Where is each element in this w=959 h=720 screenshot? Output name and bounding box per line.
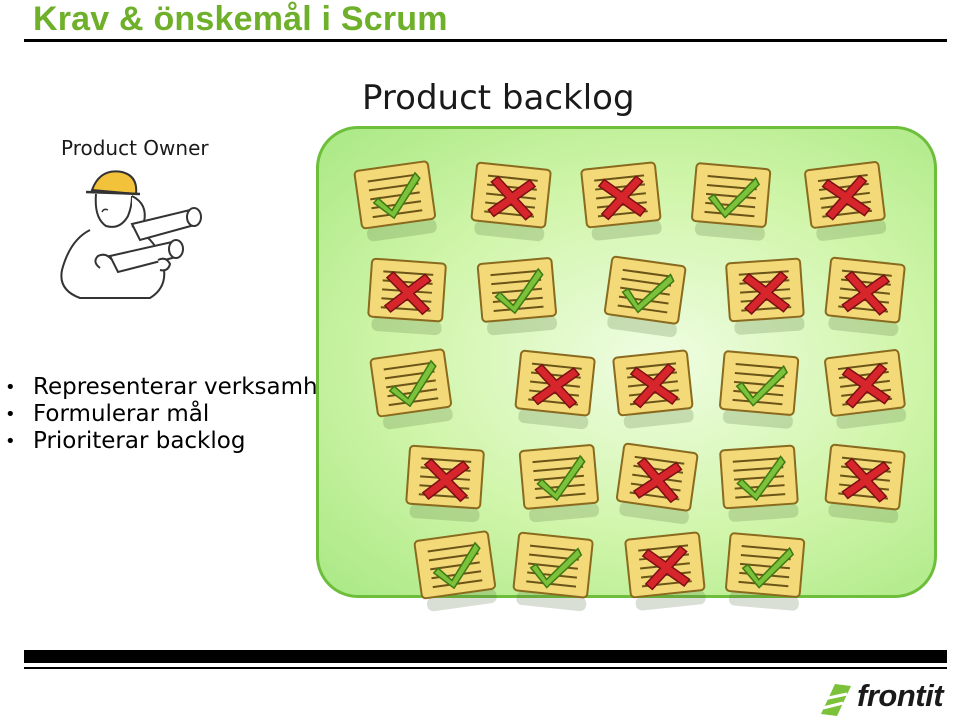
- backlog-item-accepted: [518, 444, 600, 523]
- backlog-item-accepted: [413, 530, 497, 612]
- backlog-item-rejected: [615, 442, 699, 525]
- backlog-item-accepted: [719, 444, 799, 522]
- check-icon: [388, 359, 437, 408]
- cross-icon: [742, 270, 791, 315]
- backlog-item-rejected: [804, 161, 887, 241]
- title-divider: [24, 39, 947, 42]
- backlog-item-rejected: [824, 256, 906, 337]
- backlog-title: Product backlog: [362, 78, 635, 118]
- footer-divider: [24, 667, 947, 669]
- backlog-item-rejected: [824, 349, 907, 429]
- backlog-item-accepted: [691, 162, 772, 241]
- backlog-item-accepted: [719, 350, 800, 429]
- list-item: Prioriterar backlog: [0, 428, 370, 455]
- cross-icon: [641, 545, 691, 591]
- backlog-item-rejected: [725, 257, 805, 335]
- cross-icon: [841, 457, 891, 503]
- product-owner-label: Product Owner: [61, 136, 209, 160]
- footer-bar: [24, 650, 947, 663]
- backlog-item-accepted: [725, 532, 806, 611]
- brand-name: frontit: [857, 678, 944, 713]
- backlog-item-rejected: [470, 161, 552, 242]
- backlog-item-accepted: [603, 255, 687, 338]
- cross-icon: [841, 362, 891, 409]
- cross-icon: [841, 270, 891, 316]
- cross-icon: [383, 271, 432, 316]
- backlog-items: [353, 160, 907, 612]
- check-icon: [707, 176, 761, 219]
- check-icon: [432, 541, 481, 590]
- backlog-item-rejected: [612, 349, 694, 429]
- frontit-logo-icon: [818, 684, 851, 716]
- check-icon: [372, 171, 421, 220]
- list-item: Formulerar mål: [0, 401, 370, 428]
- cross-icon: [487, 175, 537, 221]
- check-icon: [741, 546, 795, 589]
- backlog-item-rejected: [824, 443, 906, 524]
- backlog-item-accepted: [369, 348, 453, 430]
- backlog-item-accepted: [353, 160, 437, 242]
- check-icon: [536, 454, 586, 502]
- backlog-item-accepted: [476, 257, 558, 336]
- cross-icon: [531, 363, 581, 409]
- check-icon: [621, 273, 675, 314]
- cross-icon: [597, 175, 647, 221]
- backlog-item-rejected: [624, 531, 706, 611]
- backlog-item-rejected: [405, 444, 485, 523]
- check-icon: [735, 364, 789, 407]
- slide-title: Krav & önskemål i Scrum: [33, 0, 448, 38]
- product-owner-illustration: [60, 170, 202, 299]
- check-icon: [494, 267, 544, 315]
- brand-logo: frontit: [817, 678, 952, 718]
- cross-icon: [421, 458, 470, 503]
- list-item: Representerar verksamheten: [0, 374, 370, 401]
- backlog-item-rejected: [514, 349, 596, 430]
- cross-icon: [632, 457, 683, 504]
- cross-icon: [821, 174, 871, 221]
- owner-responsibilities-list: Representerar verksamheten Formulerar må…: [0, 374, 370, 455]
- cross-icon: [629, 363, 679, 409]
- backlog-item-rejected: [367, 257, 447, 336]
- check-icon: [529, 547, 583, 589]
- backlog-item-rejected: [580, 161, 662, 241]
- backlog-item-accepted: [512, 531, 594, 612]
- check-icon: [736, 455, 786, 502]
